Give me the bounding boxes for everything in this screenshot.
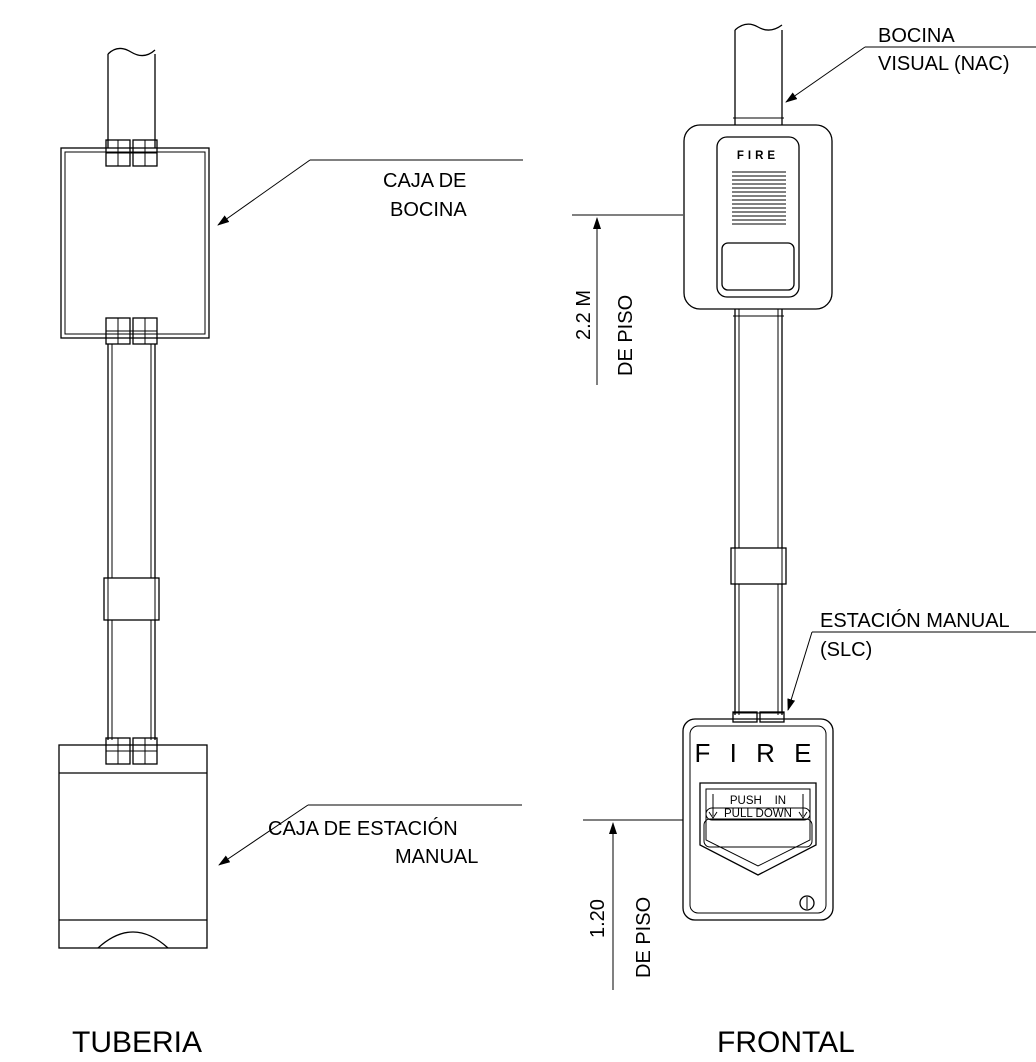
push-in-text: PUSH IN xyxy=(730,795,786,807)
station-height-ref: DE PISO xyxy=(633,897,655,978)
right-view-frontal: FIRE F I R E xyxy=(572,23,1036,1059)
horn-fire-text: FIRE xyxy=(737,150,779,162)
horn-height-ref: DE PISO xyxy=(615,295,637,376)
horn-height-value: 2.2 M xyxy=(573,290,595,340)
pull-down-text: PULL DOWN xyxy=(724,808,792,820)
horn-visual-label-line1: BOCINA xyxy=(878,25,955,47)
manual-station-leader xyxy=(787,631,1036,711)
horn-grille xyxy=(732,171,786,225)
right-view-title: FRONTAL xyxy=(717,1026,855,1059)
manual-pull-station: F I R E PUSH IN PULL DOWN xyxy=(682,711,834,921)
left-horn-leader xyxy=(217,159,523,226)
station-fire-text: F I R E xyxy=(695,738,818,768)
horn-strobe-device: FIRE xyxy=(683,124,833,317)
station-height-value: 1.20 xyxy=(587,899,609,938)
left-manual-box xyxy=(58,737,208,949)
station-height-dimension: 1.20 DE PISO xyxy=(583,819,683,990)
manual-box-label-line2: MANUAL xyxy=(395,846,478,868)
left-top-conduit xyxy=(107,47,156,148)
left-view-tuberia: CAJA DE BOCINA CAJA DE ESTACIÓN MANUAL T… xyxy=(58,47,523,1059)
horn-box-label-line2: BOCINA xyxy=(390,199,467,221)
horn-height-dimension: 2.2 M DE PISO xyxy=(572,214,683,385)
station-screw-icon xyxy=(799,895,815,911)
left-manual-leader xyxy=(218,804,522,866)
horn-box-label-line1: CAJA DE xyxy=(383,170,466,192)
horn-visual-label-line2: VISUAL (NAC) xyxy=(878,53,1010,75)
manual-station-label-line1: ESTACIÓN MANUAL xyxy=(820,609,1010,632)
right-middle-conduit xyxy=(730,309,787,715)
horn-visual-leader xyxy=(785,46,1036,103)
left-view-title: TUBERIA xyxy=(72,1026,202,1059)
manual-station-label-line2: (SLC) xyxy=(820,639,872,661)
left-middle-conduit xyxy=(103,344,160,740)
right-top-conduit xyxy=(733,23,784,125)
manual-box-label-line1: CAJA DE ESTACIÓN xyxy=(268,817,458,840)
left-horn-box xyxy=(60,139,210,345)
